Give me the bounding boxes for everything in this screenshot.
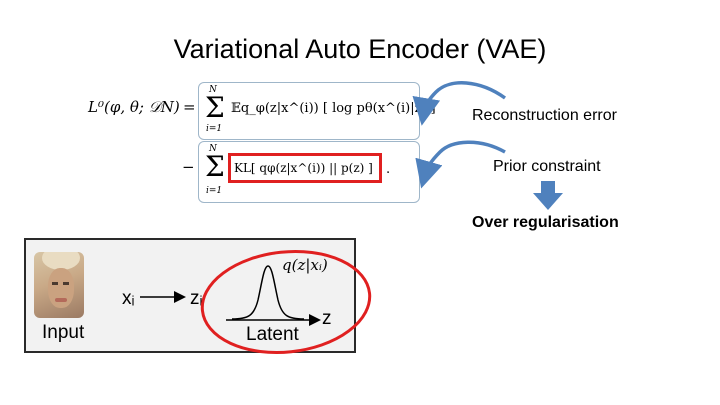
prior-term-box: N Σ i=1 . xyxy=(198,141,420,203)
equation-lhs: L⁰(φ, θ; 𝒟N) xyxy=(88,98,180,116)
equation-equals: = xyxy=(183,98,196,116)
expectation-term: 𝔼q_φ(z|x^(i)) [ log pθ(x^(i)|z) ] xyxy=(231,101,436,116)
reconstruction-error-label: Reconstruction error xyxy=(472,107,617,124)
sigma-1: Σ xyxy=(205,91,225,124)
sigma-2: Σ xyxy=(205,150,225,183)
over-regularisation-label: Over regularisation xyxy=(472,214,619,231)
kl-term: KL[ qφ(z|x^(i)) || p(z) ] xyxy=(234,161,373,175)
sum-upper-2: N xyxy=(209,144,217,154)
prior-constraint-label: Prior constraint xyxy=(493,158,601,175)
sum-upper-1: N xyxy=(209,85,217,95)
z-label: zᵢ xyxy=(190,288,203,309)
input-label: Input xyxy=(42,322,85,343)
sum-lower-1: i=1 xyxy=(206,124,223,134)
down-arrow xyxy=(533,181,563,210)
kl-term-dot: . xyxy=(386,162,391,177)
reconstruction-term-box: N Σ i=1 𝔼q_φ(z|x^(i)) [ log pθ(x^(i)|z) … xyxy=(198,82,436,140)
latent-highlight-ellipse xyxy=(200,250,372,354)
axis-z-label: z xyxy=(322,308,332,329)
gaussian-curve xyxy=(231,265,305,320)
equation-minus: − xyxy=(182,158,195,176)
input-face-image xyxy=(34,252,84,318)
sum-lower-2: i=1 xyxy=(206,186,223,196)
reconstruction-arrow xyxy=(412,81,507,126)
kl-highlight-box: KL[ qφ(z|x^(i)) || p(z) ] xyxy=(228,153,382,183)
prior-arrow xyxy=(415,140,506,189)
x-label: xᵢ xyxy=(122,288,135,309)
distribution-label: q(z|xᵢ) xyxy=(282,256,328,274)
slide-title: Variational Auto Encoder (VAE) xyxy=(173,34,547,64)
latent-label: Latent xyxy=(246,324,299,345)
